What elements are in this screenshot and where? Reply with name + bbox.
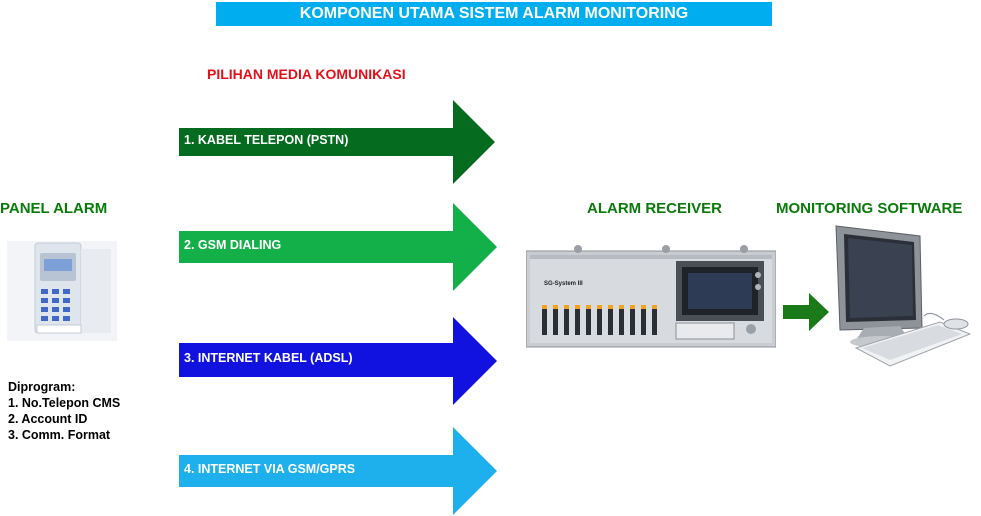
notes-item: 2. Account ID [8, 412, 88, 426]
receiver-to-software-arrow [783, 293, 831, 336]
media-options-heading: PILIHAN MEDIA KOMUNIKASI [207, 66, 406, 82]
alarm-receiver-image: SG-System III [525, 243, 777, 354]
notes-heading: Diprogram: [8, 380, 76, 394]
arrow-pstn-shape [179, 100, 495, 184]
notes-item: 1. No.Telepon CMS [8, 396, 121, 410]
arrow-gprs-label: 4. INTERNET VIA GSM/GPRS [184, 462, 356, 476]
arrow-gsm: 2. GSM DIALING [179, 203, 499, 291]
arrow-adsl-label: 3. INTERNET KABEL (ADSL) [184, 351, 353, 365]
arrow-gprs: 4. INTERNET VIA GSM/GPRS [179, 427, 499, 515]
monitoring-software-heading: MONITORING SOFTWARE [776, 200, 963, 217]
arrow-gsm-shape [179, 203, 497, 291]
alarm-panel-image [7, 241, 117, 346]
diagram-title: KOMPONEN UTAMA SISTEM ALARM MONITORING [216, 2, 772, 26]
receiver-brand-label: SG-System III [544, 281, 583, 287]
arrow-adsl: 3. INTERNET KABEL (ADSL) [179, 317, 499, 405]
arrow-pstn-label: 1. KABEL TELEPON (PSTN) [184, 133, 349, 147]
arrow-gsm-label: 2. GSM DIALING [184, 238, 282, 252]
arrow-gprs-shape [179, 427, 497, 515]
alarm-receiver-heading: ALARM RECEIVER [587, 200, 723, 217]
notes-item: 3. Comm. Format [8, 428, 111, 442]
monitoring-computer-image [834, 220, 974, 381]
arrow-pstn: 1. KABEL TELEPON (PSTN) [179, 100, 499, 184]
arrow-adsl-shape [179, 317, 497, 405]
panel-programming-notes: Diprogram: 1. No.Telepon CMS 2. Account … [8, 379, 120, 443]
panel-alarm-heading: PANEL ALARM [0, 200, 108, 217]
